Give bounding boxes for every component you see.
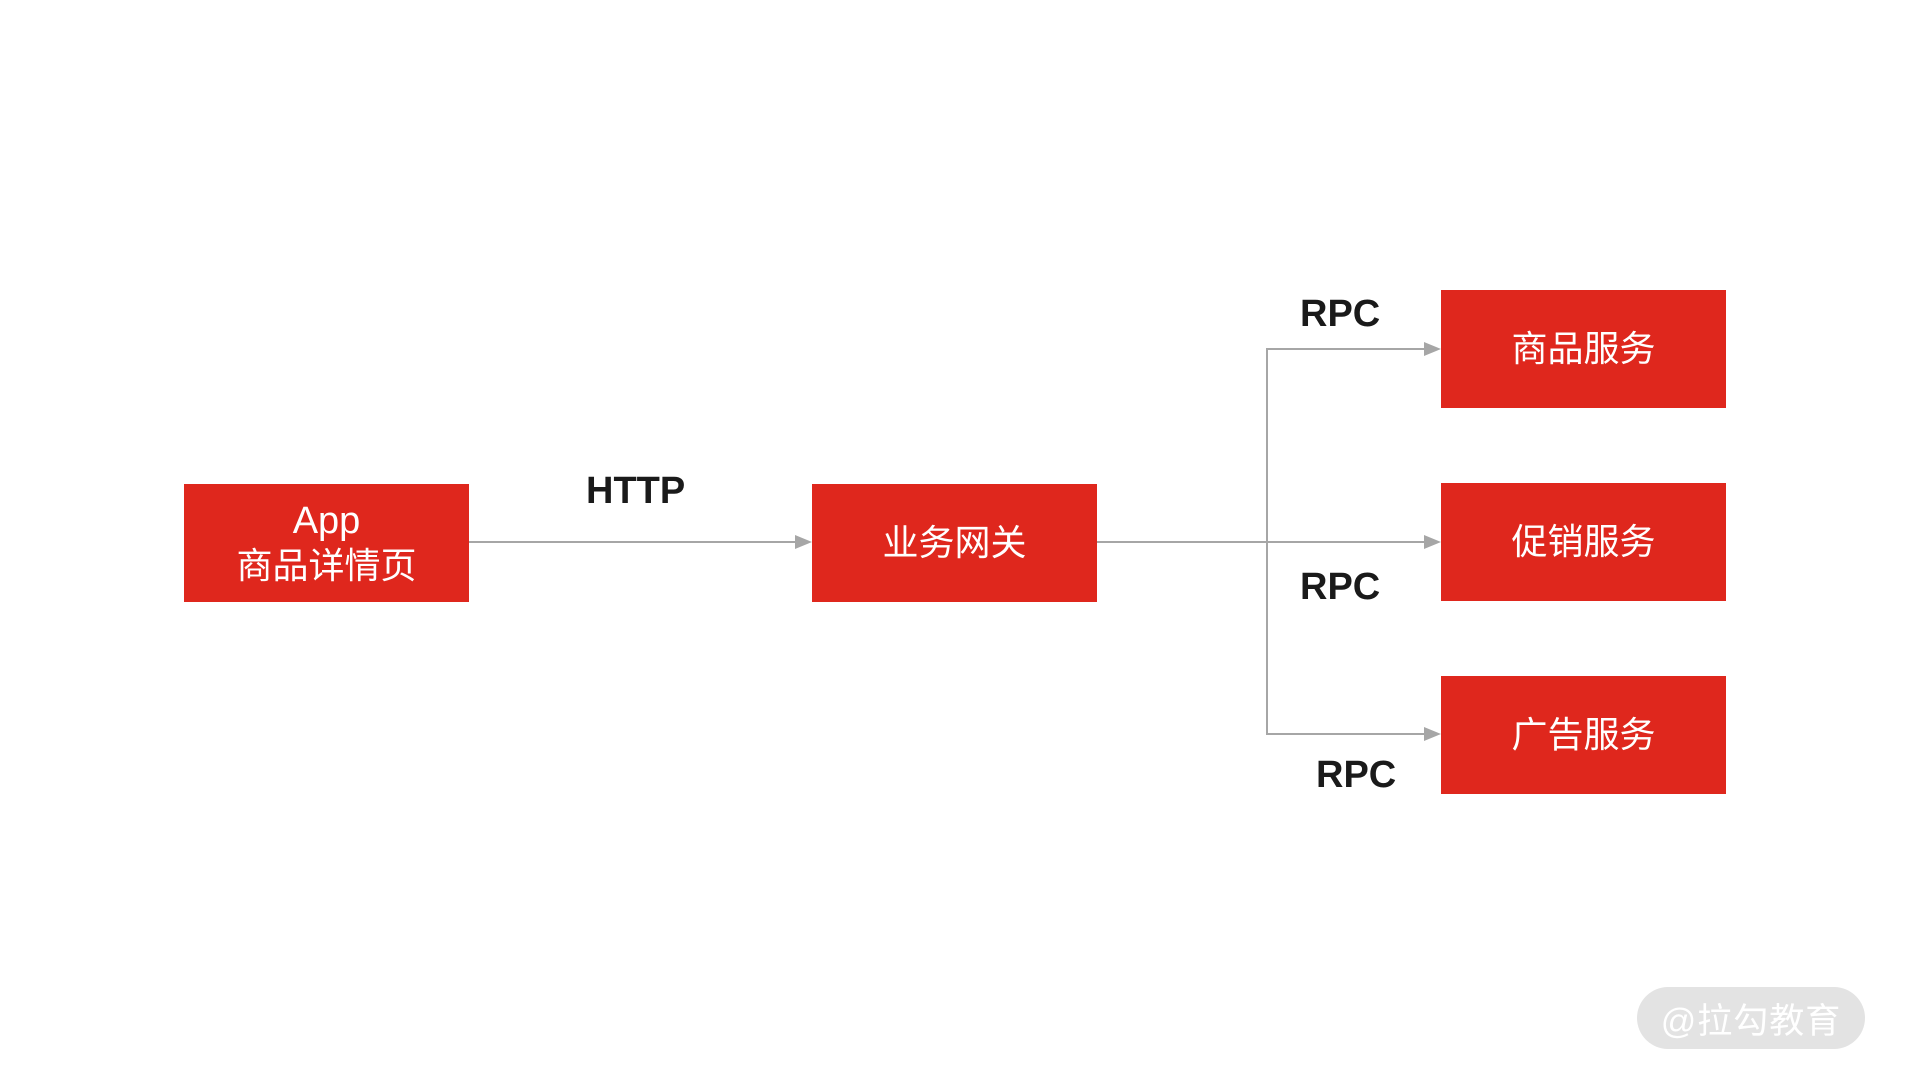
node-app-product-detail-page: App 商品详情页 — [184, 484, 469, 602]
connector-branch-vertical — [1266, 348, 1268, 735]
node-business-gateway: 业务网关 — [812, 484, 1097, 602]
edge-label-rpc-product: RPC — [1300, 293, 1381, 335]
watermark-text: @拉勾教育 — [1660, 1001, 1842, 1041]
watermark-badge: @拉勾教育 — [1637, 987, 1865, 1049]
edge-label-http: HTTP — [586, 470, 686, 512]
node-app-title: App — [292, 499, 361, 542]
connector-branch-to-ad — [1267, 733, 1425, 735]
node-product-service: 商品服务 — [1441, 290, 1726, 408]
node-product-service-label: 商品服务 — [1511, 328, 1656, 370]
node-ad-service-label: 广告服务 — [1511, 714, 1656, 756]
node-promotion-service-label: 促销服务 — [1511, 521, 1656, 563]
node-promotion-service: 促销服务 — [1441, 483, 1726, 601]
arrowhead-into-ad-service — [1424, 727, 1441, 741]
connector-branch-to-product — [1267, 348, 1425, 350]
node-ad-service: 广告服务 — [1441, 676, 1726, 794]
arrowhead-into-product-service — [1424, 342, 1441, 356]
node-business-gateway-label: 业务网关 — [882, 522, 1027, 564]
arrowhead-into-gateway — [795, 535, 812, 549]
connector-app-to-gateway — [469, 541, 796, 543]
edge-label-rpc-ad: RPC — [1316, 754, 1397, 796]
connector-gateway-to-promotion — [1097, 541, 1425, 543]
arrowhead-into-promotion-service — [1424, 535, 1441, 549]
node-app-subtitle: 商品详情页 — [236, 545, 417, 587]
edge-label-rpc-promotion: RPC — [1300, 566, 1381, 608]
